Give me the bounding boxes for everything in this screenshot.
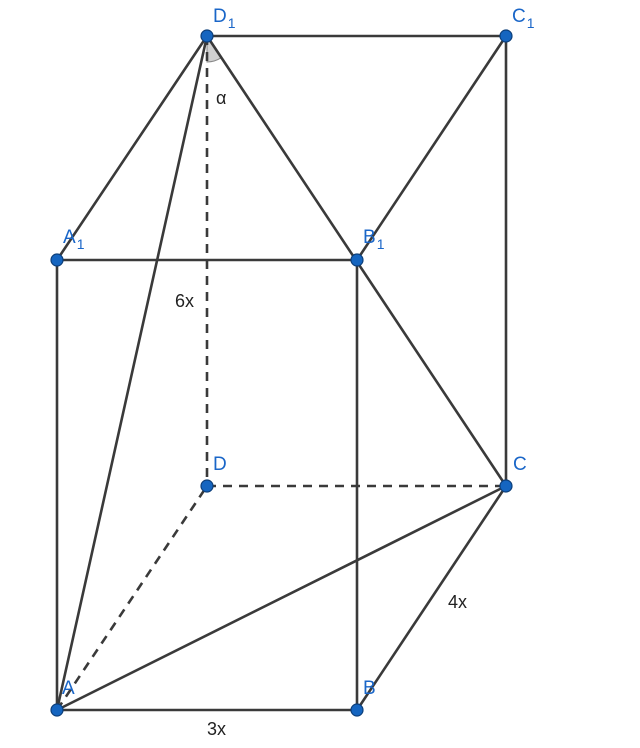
vertex-label-C1: C1 <box>512 6 535 31</box>
vertex-label-C: C <box>513 454 527 475</box>
vertex-A <box>50 703 64 717</box>
depth-label: 4x <box>448 592 467 612</box>
edge-A-D1 <box>55 34 209 712</box>
vertex-label-B: B <box>363 678 376 699</box>
vertex-B1 <box>350 253 364 267</box>
vertex-D1 <box>200 29 214 43</box>
vertex-C <box>499 479 513 493</box>
edge-A-D <box>55 485 209 711</box>
angle-alpha-label: α <box>216 88 226 108</box>
vertex-D <box>200 479 214 493</box>
vertex-C1 <box>499 29 513 43</box>
edge-A-C <box>55 484 508 712</box>
vertex-label-D1: D1 <box>213 6 236 31</box>
height-label: 6x <box>175 291 194 311</box>
edge-B-C <box>355 484 508 712</box>
edge-D1-A1 <box>55 34 209 262</box>
edge-C1-B1 <box>355 34 508 262</box>
vertex-label-A: A <box>62 678 75 699</box>
vertex-A1 <box>50 253 64 267</box>
vertex-label-D: D <box>213 454 227 475</box>
vertex-B <box>350 703 364 717</box>
width-label: 3x <box>207 719 226 739</box>
